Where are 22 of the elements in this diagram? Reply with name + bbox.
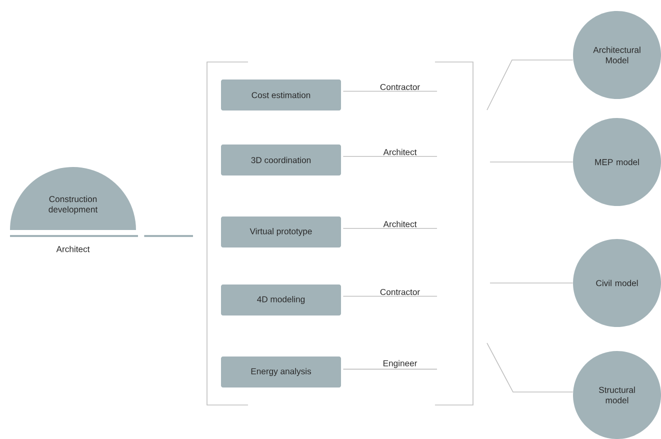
process-box: Energy analysis bbox=[221, 356, 341, 388]
connector-line bbox=[342, 296, 438, 297]
process-box: 4D modeling bbox=[221, 284, 341, 316]
process-box: Cost estimation bbox=[221, 80, 341, 110]
connector-line bbox=[342, 156, 438, 157]
process-box: Virtual prototype bbox=[221, 216, 341, 248]
bracket bbox=[206, 62, 474, 406]
role-label: Contractor bbox=[380, 288, 420, 296]
role-label: Engineer bbox=[384, 360, 418, 368]
connector-line bbox=[342, 368, 438, 370]
connector-line bbox=[490, 282, 574, 284]
connector-line bbox=[342, 90, 438, 92]
node-caption: Architect bbox=[56, 246, 90, 252]
connector-line bbox=[486, 342, 574, 392]
connector-line bbox=[342, 228, 438, 229]
role-label: Contractor bbox=[380, 84, 420, 90]
connector-line bbox=[144, 235, 193, 237]
role-label: Architect bbox=[383, 148, 417, 156]
process-box: 3D coordination bbox=[221, 144, 341, 176]
semicircle-node: Construction development bbox=[10, 167, 136, 230]
role-label: Architect bbox=[383, 220, 417, 228]
connector-line bbox=[486, 60, 574, 110]
